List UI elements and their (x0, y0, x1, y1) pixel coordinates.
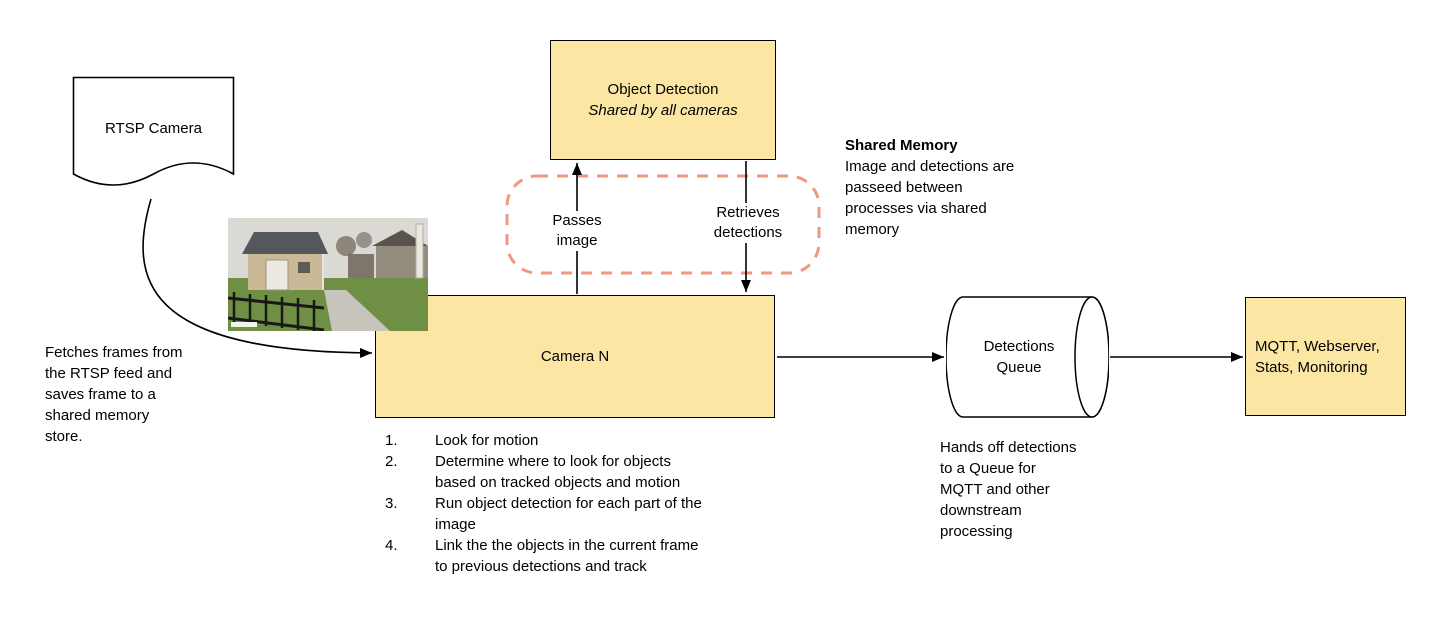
camera-n-label: Camera N (540, 348, 610, 365)
detections-queue-label: Detections Queue (983, 338, 1055, 376)
fetch-frames-note: Fetches frames from the RTSP feed and sa… (45, 344, 183, 445)
camera-step-2: 2. Determine where to look for objects b… (385, 451, 745, 493)
object-detection-title: Object Detection (607, 81, 719, 98)
step-text: Look for motion (435, 432, 539, 449)
queue-cylinder-shape (946, 296, 1109, 418)
shared-memory-body: Image and detections are passeed between… (845, 158, 1015, 238)
rtsp-camera-label: RTSP Camera (105, 119, 202, 137)
node-rtsp-camera: RTSP Camera (72, 76, 235, 204)
shared-memory-note: Shared Memory Image and detections are p… (845, 135, 1065, 240)
step-number: 3. (385, 495, 398, 512)
hands-off-note: Hands off detections to a Queue for MQTT… (940, 439, 1077, 540)
camera-snapshot-photo (228, 218, 428, 331)
object-detection-subtitle: Shared by all cameras (588, 102, 738, 119)
outputs-label: MQTT, Webserver, Stats, Monitoring (1255, 337, 1380, 376)
shared-memory-title: Shared Memory (845, 137, 958, 154)
step-number: 2. (385, 453, 398, 470)
step-text: Link the the objects in the current fram… (435, 537, 699, 575)
camera-steps-list: 1. Look for motion 2. Determine where to… (385, 430, 745, 577)
camera-step-3: 3. Run object detection for each part of… (385, 493, 745, 535)
camera-step-1: 1. Look for motion (385, 430, 745, 451)
document-shape (72, 76, 235, 186)
step-number: 1. (385, 432, 398, 449)
camera-step-4: 4. Link the the objects in the current f… (385, 535, 745, 577)
step-number: 4. (385, 537, 398, 554)
node-outputs: MQTT, Webserver, Stats, Monitoring (1245, 297, 1406, 416)
step-text: Determine where to look for objects base… (435, 453, 681, 491)
step-text: Run object detection for each part of th… (435, 495, 702, 533)
node-detections-queue: Detections Queue (946, 296, 1109, 418)
passes-image-label: Passes image (549, 211, 605, 251)
node-camera-n: Camera N (375, 295, 775, 418)
snapshot-scene (228, 218, 428, 331)
node-object-detection: Object Detection Shared by all cameras (550, 40, 776, 160)
retrieves-detections-label: Retrieves detections (710, 203, 786, 243)
